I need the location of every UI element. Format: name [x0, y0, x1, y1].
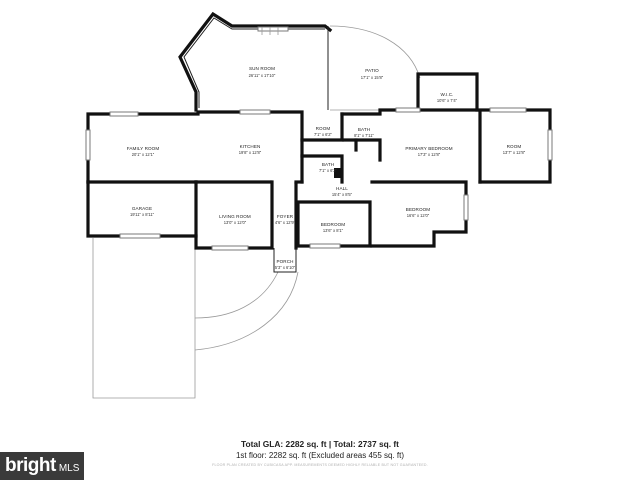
brand-wordmark: bright [5, 455, 56, 476]
svg-text:8'1" x 7'11": 8'1" x 7'11" [354, 133, 374, 138]
brightmls-logo: bright MLS [0, 452, 84, 480]
room-label-bath-lower: BATH 7'1" x 6'2" [319, 162, 337, 173]
svg-text:4'6" x 12'9": 4'6" x 12'9" [275, 220, 296, 225]
room-label-hall: HALL 15'4" x 8'5" [332, 186, 353, 197]
brand-suffix: MLS [58, 462, 80, 474]
disclaimer-text: FLOOR PLAN CREATED BY CUBICASA APP. MEAS… [212, 463, 428, 467]
windows [85, 107, 553, 251]
svg-text:PORCH: PORCH [276, 259, 293, 264]
svg-text:19'11" x 8'11": 19'11" x 8'11" [130, 212, 155, 217]
svg-text:ROOM: ROOM [507, 144, 522, 149]
room-label-porch: PORCH 5'3" x 6'10" [275, 259, 296, 270]
svg-text:13'6" x 8'1": 13'6" x 8'1" [323, 228, 344, 233]
svg-text:5'3" x 6'10": 5'3" x 6'10" [275, 265, 296, 270]
room-label-bedroom-east: BEDROOM 16'6" x 12'0" [406, 207, 431, 218]
svg-text:HALL: HALL [336, 186, 348, 191]
room-label-room-small: ROOM 7'1" x 6'2" [314, 126, 332, 137]
svg-text:BEDROOM: BEDROOM [406, 207, 431, 212]
svg-text:LIVING ROOM: LIVING ROOM [219, 214, 251, 219]
svg-text:ROOM: ROOM [316, 126, 331, 131]
wic-walls [416, 72, 479, 112]
svg-text:W.I.C.: W.I.C. [440, 92, 453, 97]
svg-text:16'6" x 12'0": 16'6" x 12'0" [407, 213, 430, 218]
svg-text:7'1" x 6'2": 7'1" x 6'2" [314, 132, 332, 137]
room-label-bath-upper: BATH 8'1" x 7'11" [354, 127, 374, 138]
svg-text:PATIO: PATIO [365, 68, 379, 73]
svg-text:BATH: BATH [322, 162, 334, 167]
room-label-room-east: ROOM 13'7" x 12'8" [503, 144, 526, 155]
svg-text:20'1" x 12'1": 20'1" x 12'1" [132, 152, 155, 157]
room-label-wic: W.I.C. 10'6" x 7'4" [437, 92, 458, 103]
svg-text:13'7" x 12'8": 13'7" x 12'8" [503, 150, 526, 155]
svg-text:BATH: BATH [358, 127, 370, 132]
driveway-outline [92, 238, 299, 399]
svg-text:SUN ROOM: SUN ROOM [249, 66, 275, 71]
svg-text:10'6" x 7'4": 10'6" x 7'4" [437, 98, 458, 103]
svg-text:26'11" x 17'10": 26'11" x 17'10" [249, 73, 276, 78]
svg-text:13'0" x 12'0": 13'0" x 12'0" [224, 220, 247, 225]
svg-text:KITCHEN: KITCHEN [240, 144, 261, 149]
room-label-patio: PATIO 17'1" x 15'8" [361, 68, 384, 80]
room-label-family-room: FAMILY ROOM 20'1" x 12'1" [127, 146, 160, 157]
svg-text:17'1" x 15'8": 17'1" x 15'8" [361, 75, 384, 80]
svg-text:FAMILY ROOM: FAMILY ROOM [127, 146, 160, 151]
svg-text:17'3" x 12'8": 17'3" x 12'8" [418, 152, 441, 157]
svg-text:GARAGE: GARAGE [132, 206, 152, 211]
svg-text:15'4" x 8'5": 15'4" x 8'5" [332, 192, 353, 197]
room-label-living-room: LIVING ROOM 13'0" x 12'0" [219, 214, 251, 225]
room-label-garage: GARAGE 19'11" x 8'11" [130, 206, 155, 217]
sun-room-walls [178, 11, 333, 112]
room-label-primary-bedroom: PRIMARY BEDROOM 17'3" x 12'8" [405, 146, 452, 157]
total-area-summary: Total GLA: 2282 sq. ft | Total: 2737 sq.… [241, 439, 399, 449]
floor-area-summary: 1st floor: 2282 sq. ft (Excluded areas 4… [235, 451, 405, 460]
room-label-bedroom-center: BEDROOM 13'6" x 8'1" [321, 222, 346, 233]
svg-text:PRIMARY BEDROOM: PRIMARY BEDROOM [405, 146, 452, 151]
svg-text:19'8" x 12'8": 19'8" x 12'8" [239, 150, 262, 155]
svg-text:BEDROOM: BEDROOM [321, 222, 346, 227]
room-label-kitchen: KITCHEN 19'8" x 12'8" [239, 144, 262, 155]
svg-text:7'1" x 6'2": 7'1" x 6'2" [319, 168, 337, 173]
room-label-sun-room: SUN ROOM 26'11" x 17'10" [249, 66, 276, 78]
room-label-foyer: FOYER 4'6" x 12'9" [275, 214, 296, 225]
svg-text:FOYER: FOYER [277, 214, 294, 219]
